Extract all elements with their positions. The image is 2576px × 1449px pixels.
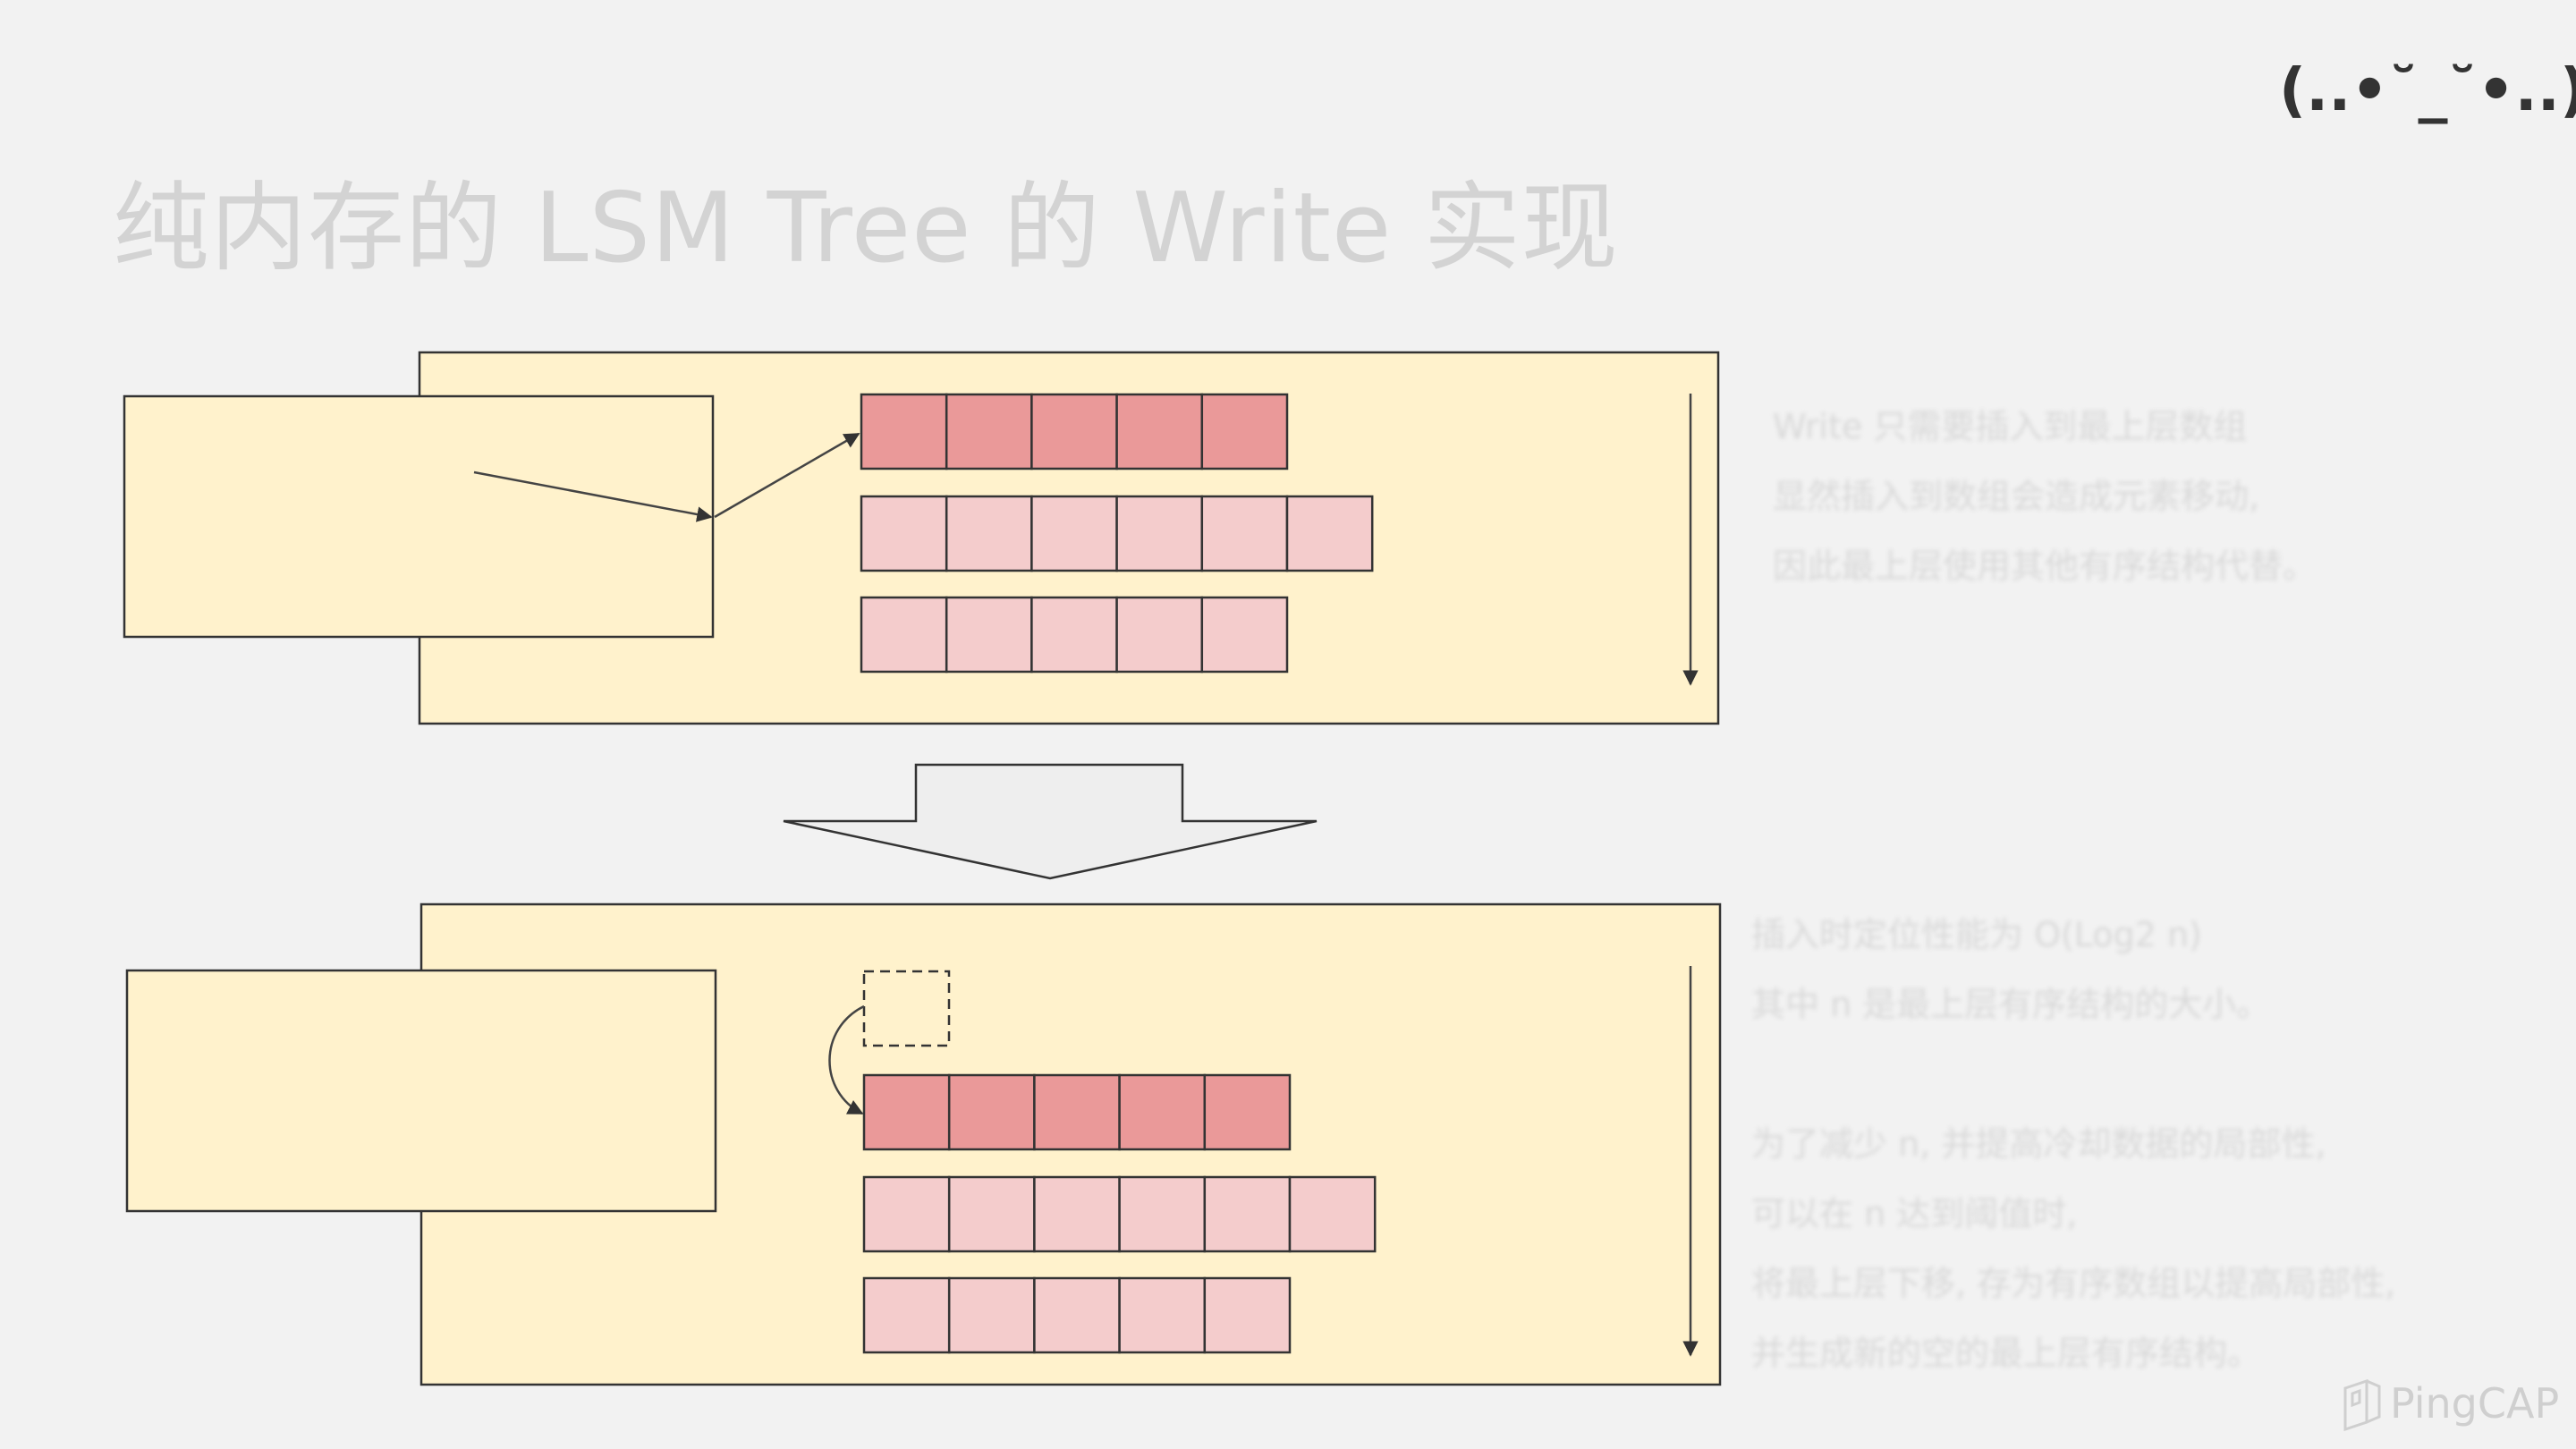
note-line (1751, 1039, 2395, 1109)
slide-title: 纯内存的 LSM Tree 的 Write 实现 (113, 173, 1619, 284)
note-line: Write 只需要插入到最上层数组 (1773, 407, 2248, 446)
array-cell (1203, 1175, 1292, 1253)
top-level-array-cell (1030, 393, 1118, 470)
notes-bottom: 插入时定位性能为 O(Log2 n) 其中 n 是最上层有序结构的大小。 为了减… (1751, 900, 2395, 1388)
array-cell (1115, 596, 1204, 674)
note-line: 插入时定位性能为 O(Log2 n) (1751, 915, 2202, 954)
top-level-array-cell (1203, 1073, 1292, 1151)
top-memtable-box (123, 394, 715, 639)
array-cell (947, 1276, 1036, 1354)
array-cell (1288, 1175, 1377, 1253)
array-cell (860, 495, 948, 572)
note-line: 因此最上层使用其他有序结构代替。 (1773, 547, 2318, 586)
array-cell (862, 1175, 951, 1253)
top-level-array-cell (945, 393, 1033, 470)
placeholder-cell (862, 970, 951, 1047)
transition-arrow (783, 763, 1318, 880)
notes-top: Write 只需要插入到最上层数组 显然插入到数组会造成元素移动, 因此最上层使… (1773, 392, 2317, 601)
note-line: 为了减少 n, 并提高冷却数据的局部性, (1751, 1124, 2326, 1164)
array-cell (945, 495, 1033, 572)
top-to-array-arrow (714, 432, 860, 519)
array-cell (1033, 1175, 1121, 1253)
array-cell (1030, 596, 1118, 674)
array-cell (1200, 596, 1289, 674)
bottom-memtable-box (125, 969, 717, 1213)
note-line: 可以在 n 达到阈值时, (1751, 1194, 2078, 1233)
top-insert-arrow (473, 470, 713, 522)
top-level-array-cell (1033, 1073, 1121, 1151)
array-cell (860, 596, 948, 674)
array-cell (862, 1276, 951, 1354)
array-cell (1033, 1276, 1121, 1354)
array-cell (1118, 1175, 1207, 1253)
top-level-array-cell (1115, 393, 1204, 470)
array-cell (945, 596, 1033, 674)
note-line: 显然插入到数组会造成元素移动, (1773, 477, 2260, 516)
pingcap-logo-text: PingCAP (2390, 1379, 2560, 1428)
curved-move-arrow (828, 1004, 865, 1115)
array-cell (1118, 1276, 1207, 1354)
top-array-rows (860, 393, 1374, 674)
array-cell (1115, 495, 1204, 572)
array-cell (1285, 495, 1374, 572)
top-level-array-cell (1118, 1073, 1207, 1151)
note-line: 并生成新的空的最上层有序结构。 (1751, 1334, 2262, 1373)
array-cell (1030, 495, 1118, 572)
note-line: 其中 n 是最上层有序结构的大小。 (1751, 985, 2271, 1024)
note-line: 将最上层下移, 存为有序数组以提高局部性, (1751, 1264, 2396, 1303)
array-cell (1203, 1276, 1292, 1354)
top-level-array-cell (947, 1073, 1036, 1151)
pingcap-logo-icon (2343, 1378, 2381, 1431)
top-level-array-cell (862, 1073, 951, 1151)
array-cell (947, 1175, 1036, 1253)
top-level-array-cell (1200, 393, 1289, 470)
top-level-array-cell (860, 393, 948, 470)
pingcap-logo: PingCAP (2340, 1376, 2559, 1431)
emoticon: (..•˘_˘•..) (2279, 55, 2576, 124)
bottom-array-rows (862, 1073, 1377, 1354)
array-cell (1200, 495, 1289, 572)
